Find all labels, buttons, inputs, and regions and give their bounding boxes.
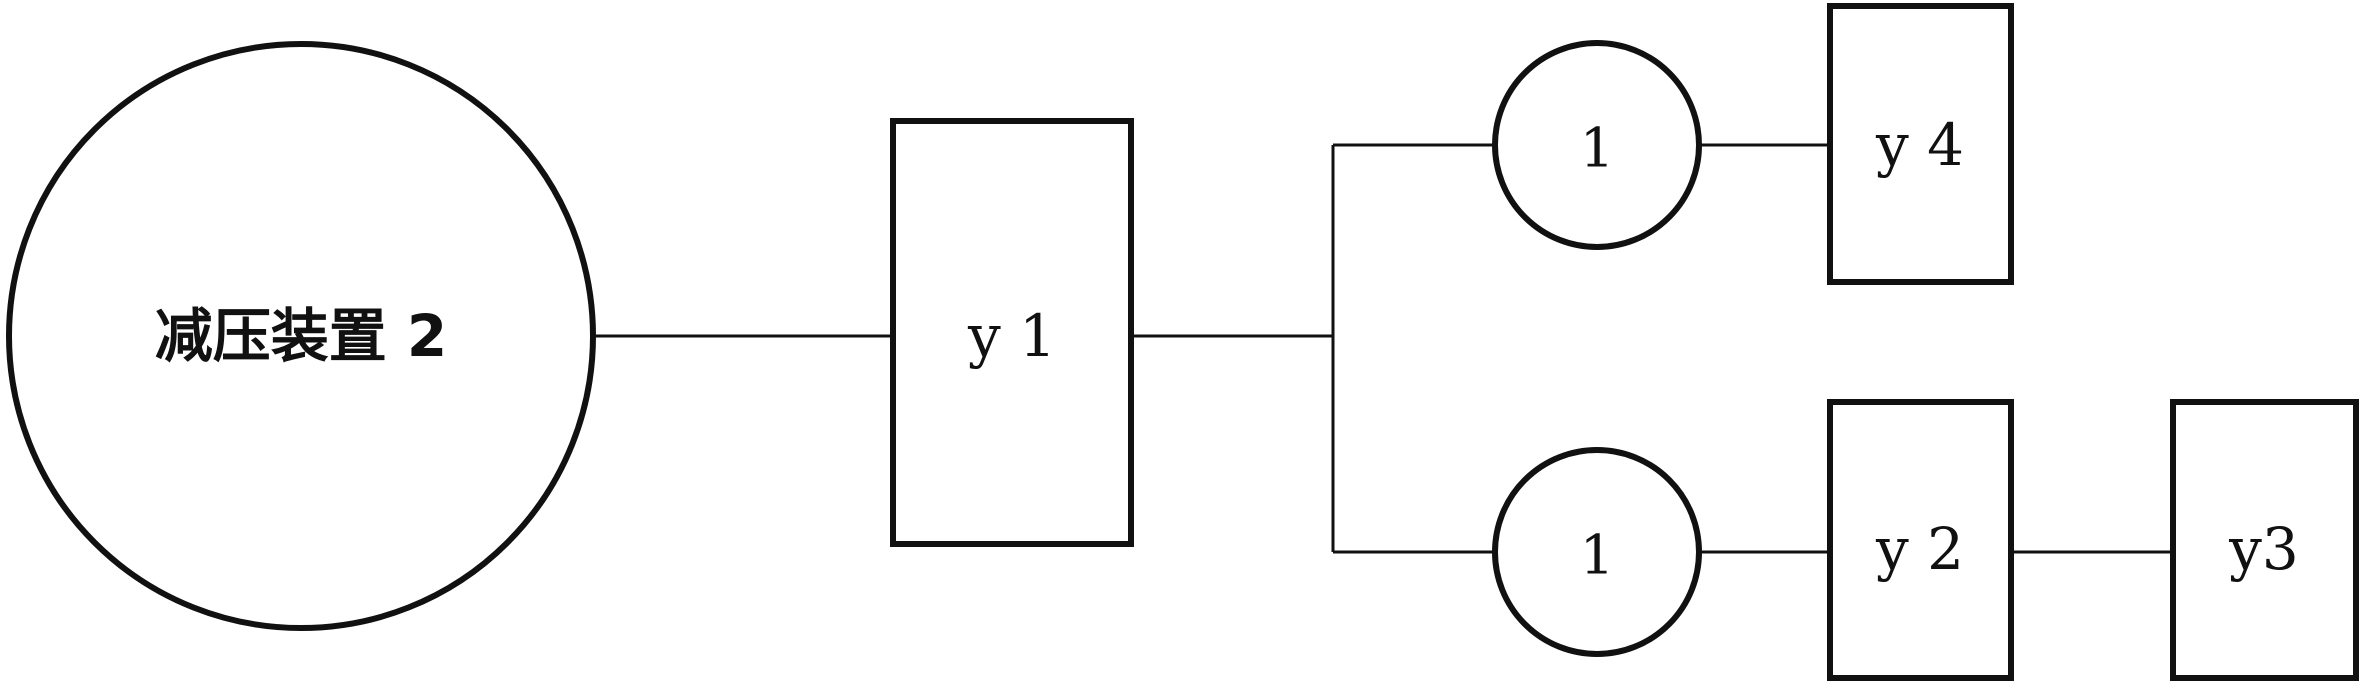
connections	[596, 143, 2173, 554]
y4-box	[1827, 3, 2014, 285]
node-circle-bottom: 1	[1492, 447, 1702, 657]
y1-box	[890, 118, 1134, 547]
circle-top-label: 1	[1580, 117, 1614, 180]
node-y3: y3	[2170, 399, 2359, 681]
y1-label: y 1	[967, 302, 1056, 370]
node-circle-top: 1	[1492, 40, 1702, 250]
circle-bottom-shape	[1492, 447, 1702, 657]
node-y1: y 1	[890, 118, 1134, 547]
y2-box	[1827, 399, 2014, 681]
node-y4: y 4	[1827, 3, 2014, 285]
y2-label: y 2	[1875, 515, 1964, 583]
y3-box	[2170, 399, 2359, 681]
circle-top-shape	[1492, 40, 1702, 250]
node-y2: y 2	[1827, 399, 2014, 681]
decompressor-circle	[6, 41, 596, 631]
y3-label: y3	[2228, 515, 2299, 583]
y4-label: y 4	[1875, 111, 1964, 179]
node-decompressor: 减压装置 2	[6, 41, 596, 631]
circle-bottom-label: 1	[1580, 524, 1614, 587]
decompressor-label: 减压装置 2	[155, 302, 448, 370]
